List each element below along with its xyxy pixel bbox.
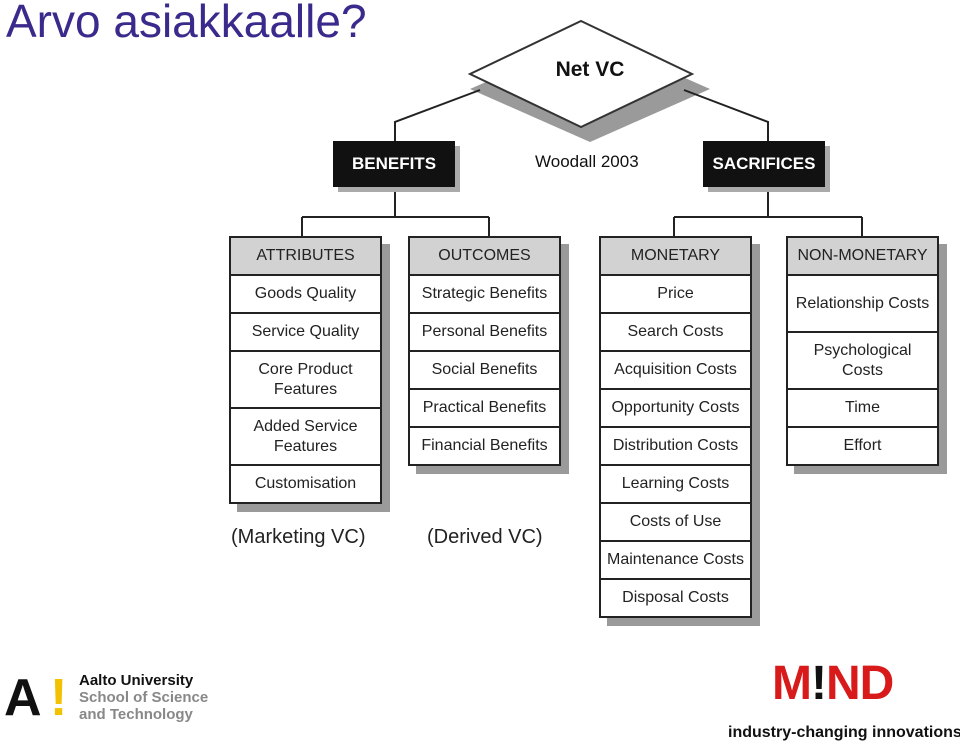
list-item: Psychological Costs [788,333,937,390]
list-item: Costs of Use [601,504,750,542]
outcomes-column: OUTCOMES Strategic Benefits Personal Ben… [408,236,561,466]
mind-tagline: industry-changing innovations [728,724,960,741]
aalto-line-2: School of Science [79,689,209,706]
mind-logo: M!ND [772,656,894,711]
marketing-vc-label: (Marketing VC) [231,526,366,548]
list-item: Customisation [254,475,357,492]
page-title: Arvo asiakkaalle? [6,0,367,47]
column-header: NON-MONETARY [788,238,937,276]
derived-vc-label: (Derived VC) [427,526,543,548]
net-vc-diamond [467,19,695,129]
list-item: Maintenance Costs [601,542,750,580]
list-item: Personal Benefits [410,314,559,352]
citation: Woodall 2003 [535,152,639,171]
non-monetary-column: NON-MONETARY Relationship Costs Psycholo… [786,236,939,466]
attributes-column: ATTRIBUTES Goods Quality Service Quality… [229,236,382,504]
list-item: Relationship Costs [788,276,937,333]
column-header: ATTRIBUTES [231,238,380,276]
list-item: Search Costs [601,314,750,352]
list-item: Core Product Features [231,352,380,409]
benefits-label: BENEFITS [351,154,437,173]
list-item: Practical Benefits [410,390,559,428]
list-item: Disposal Costs [622,589,729,606]
aalto-line-1: Aalto University [79,672,194,689]
column-header: MONETARY [601,238,750,276]
list-item: Price [601,276,750,314]
list-item: Distribution Costs [601,428,750,466]
aalto-mark-icon: A [4,669,42,727]
aalto-line-3: and Technology [79,706,193,723]
aalto-exclamation-icon: ! [50,669,68,727]
list-item: Time [788,390,937,428]
sacrifices-box: SACRIFICES [703,141,825,187]
list-item: Added Service Features [231,409,380,466]
mind-m: M [772,657,812,710]
benefits-box: BENEFITS [333,141,455,187]
list-item: Effort [843,437,882,454]
connector-benefits [394,89,481,143]
net-vc-label: Net VC [555,58,625,81]
list-item: Acquisition Costs [601,352,750,390]
list-item: Goods Quality [231,276,380,314]
list-item: Strategic Benefits [410,276,559,314]
mind-exclamation-icon: ! [810,657,827,710]
list-item: Financial Benefits [421,437,548,454]
column-header: OUTCOMES [410,238,559,276]
sacrifices-label: SACRIFICES [712,154,816,173]
list-item: Learning Costs [601,466,750,504]
list-item: Service Quality [231,314,380,352]
connector-sacrifices [683,89,769,143]
list-item: Opportunity Costs [601,390,750,428]
list-item: Social Benefits [410,352,559,390]
mind-nd: ND [825,657,894,710]
monetary-column: MONETARY Price Search Costs Acquisition … [599,236,752,618]
